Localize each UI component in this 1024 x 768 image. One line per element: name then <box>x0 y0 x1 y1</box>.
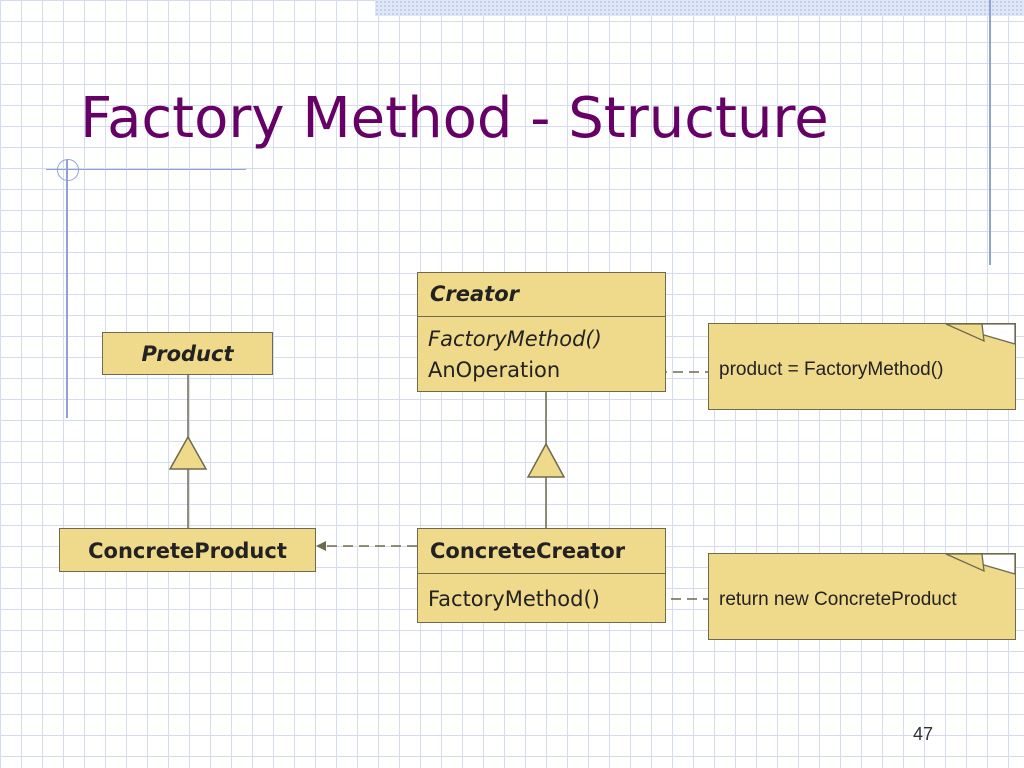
note-folded-corner-icon <box>945 553 1016 575</box>
left-vertical-rule <box>66 160 68 418</box>
decorative-circle <box>57 159 79 181</box>
creator-class: Creator FactoryMethod() AnOperation <box>417 272 666 392</box>
creator-inheritance-triangle <box>526 442 566 478</box>
product-class-name: Product <box>141 342 234 366</box>
concrete-creator-class-divider <box>418 573 665 574</box>
concrete-product-class-name: ConcreteProduct <box>88 539 287 563</box>
slide-title: Factory Method - Structure <box>80 86 829 151</box>
creator-factory-method: FactoryMethod() <box>428 327 602 351</box>
concrete-creator-class: ConcreteCreator FactoryMethod() <box>417 528 666 623</box>
title-underline-rule <box>46 169 246 170</box>
creates-dependency-arrowhead <box>316 541 326 551</box>
creator-note-text: product = FactoryMethod() <box>719 359 944 380</box>
creator-an-operation: AnOperation <box>428 358 561 382</box>
note-folded-corner-icon <box>945 323 1016 345</box>
concrete-creator-note-text: return new ConcreteProduct <box>719 589 957 610</box>
concrete-creator-factory-method: FactoryMethod() <box>428 587 600 611</box>
top-decorative-band <box>375 0 1024 16</box>
concrete-product-class: ConcreteProduct <box>59 528 316 572</box>
concrete-creator-class-name: ConcreteCreator <box>430 539 626 563</box>
product-inheritance-triangle <box>168 435 208 470</box>
product-class: Product <box>102 332 273 375</box>
page-number: 47 <box>913 724 934 744</box>
concrete-creator-note: return new ConcreteProduct <box>708 553 1016 640</box>
right-vertical-rule <box>989 0 991 265</box>
creator-class-name: Creator <box>430 282 520 306</box>
creator-class-divider <box>418 316 665 317</box>
creator-note: product = FactoryMethod() <box>708 323 1016 410</box>
